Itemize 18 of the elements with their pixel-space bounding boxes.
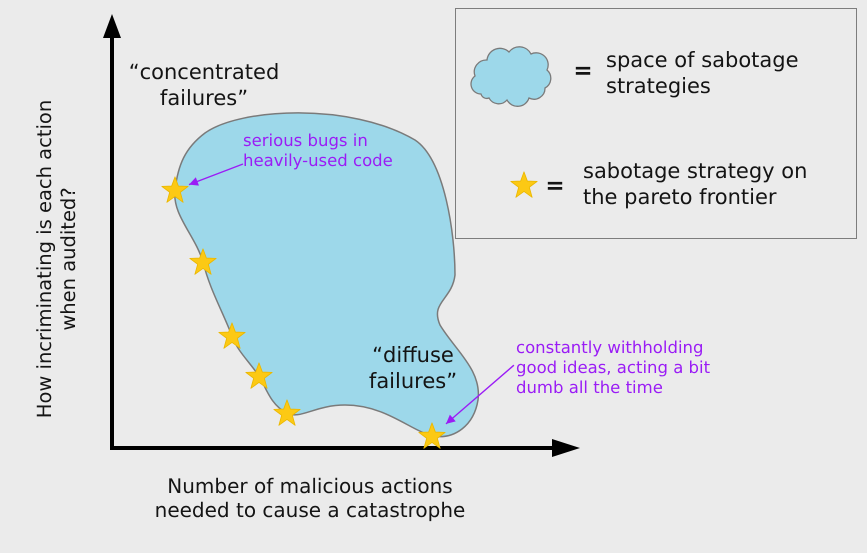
annotation-text: serious bugs in heavily-used code bbox=[243, 131, 419, 172]
star-icon bbox=[273, 399, 301, 427]
axis-title: How incriminating is each action when audited? bbox=[33, 98, 81, 420]
star-icon bbox=[418, 422, 446, 450]
star-icon bbox=[189, 248, 217, 276]
region-label: “concentrated failures” bbox=[128, 60, 280, 112]
region-label: “diffuse failures” bbox=[368, 343, 458, 394]
leader-arrow bbox=[446, 364, 514, 424]
legend-text: sabotage strategy on the pareto frontier bbox=[583, 158, 808, 210]
equals-sign: = bbox=[572, 57, 594, 86]
star-icon bbox=[218, 322, 246, 350]
legend-text: space of sabotage strategies bbox=[606, 47, 800, 100]
equals-sign: = bbox=[544, 172, 566, 200]
star-icon bbox=[245, 362, 273, 390]
annotation-text: constantly withholding good ideas, acting a bit dumb all the time bbox=[516, 338, 731, 398]
star-icon bbox=[161, 176, 189, 204]
axis-title: Number of malicious actions needed to cause a catastrophe bbox=[154, 474, 466, 523]
leader-arrow bbox=[188, 163, 244, 186]
